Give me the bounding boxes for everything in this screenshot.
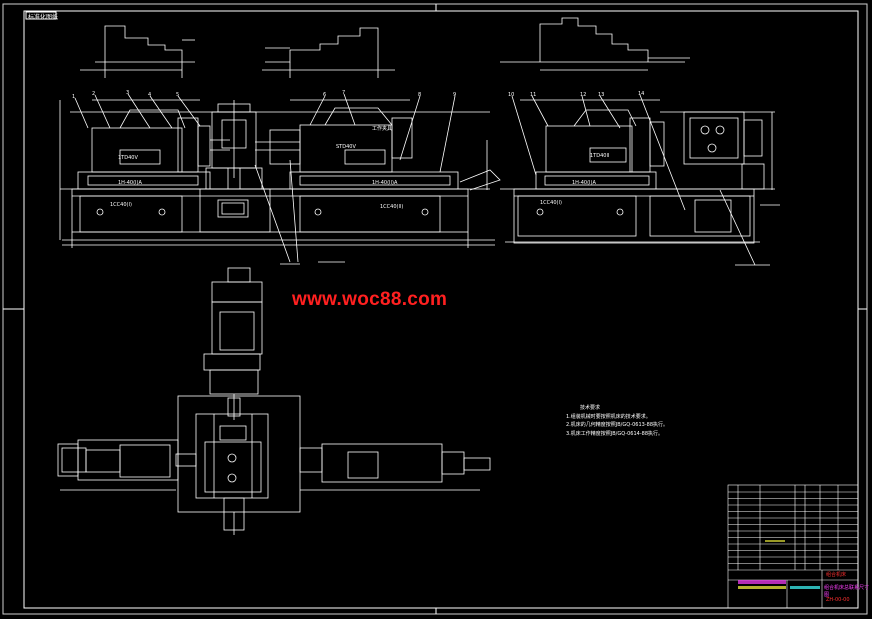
- label-fixture: 工作夹具: [372, 125, 392, 132]
- watermark-text: www.woc88.com: [292, 289, 448, 310]
- callout-front-7: 7: [342, 90, 345, 96]
- callout-side-10: 10: [508, 92, 514, 98]
- plan-view: [57, 267, 491, 535]
- side-view: [500, 17, 780, 266]
- callout-front-1: 1: [72, 94, 75, 100]
- callout-side-14: 14: [638, 91, 644, 97]
- title-block-drawing-no: ZH-00-00: [826, 597, 850, 603]
- notes-heading: 技术要求: [580, 405, 601, 411]
- label-slide-right: 1H-40(I)A: [572, 180, 596, 186]
- notes-line-1: 1.组装机械时要按照机床的技术要求。: [566, 413, 651, 420]
- cycle-diagram-mid: [262, 27, 395, 78]
- callout-front-6: 6: [323, 92, 326, 98]
- front-view: [59, 25, 501, 265]
- callout-front-5: 5: [176, 92, 179, 98]
- label-base-mid: 1CC40(II): [380, 204, 403, 210]
- label-base-left: 1CC40(I): [110, 202, 132, 208]
- title-block: [727, 484, 859, 609]
- corner-tag: 标准化图纸: [28, 14, 59, 21]
- callout-front-8: 8: [418, 92, 421, 98]
- title-block-colored-fills: [738, 540, 820, 589]
- notes-line-2: 2.机床的几何精度按照JB/GQ-0613-88执行。: [566, 422, 669, 428]
- title-block-title-magenta: 组合机床总联系尺寸图: [824, 585, 870, 598]
- cycle-diagram-left: [80, 25, 195, 78]
- callout-side-12: 12: [580, 92, 586, 98]
- label-unit-mid: STD40V: [336, 144, 356, 150]
- callout-front-3: 3: [126, 90, 129, 96]
- title-block-title-red: 组合机床: [826, 572, 847, 578]
- callout-side-11: 11: [530, 92, 536, 98]
- technical-notes: 技术要求 1.组装机械时要按照机床的技术要求。 2.机床的几何精度按照JB/GQ…: [566, 404, 668, 438]
- callout-front-4: 4: [148, 92, 151, 98]
- cycle-diagram-right: [500, 17, 690, 71]
- label-slide-mid: 1H-40(II)A: [372, 180, 398, 186]
- label-unit-right: 1TD40II: [590, 153, 609, 159]
- callout-front-9: 9: [453, 92, 456, 98]
- callout-side-13: 13: [598, 92, 604, 98]
- drawing-labels: 1TD40V STD40V 1TD40II 1CC40(I) 1CC40(II)…: [72, 90, 644, 210]
- label-slide-left: 1H-40(I)A: [118, 180, 142, 186]
- label-unit-left: 1TD40V: [118, 155, 138, 161]
- callout-front-2: 2: [92, 91, 95, 97]
- notes-line-3: 3.机床工作精度按照JB/GQ-0614-88执行。: [566, 430, 664, 437]
- drawing-frame: [2, 3, 868, 615]
- label-base-right: 1CC40(I): [540, 200, 562, 206]
